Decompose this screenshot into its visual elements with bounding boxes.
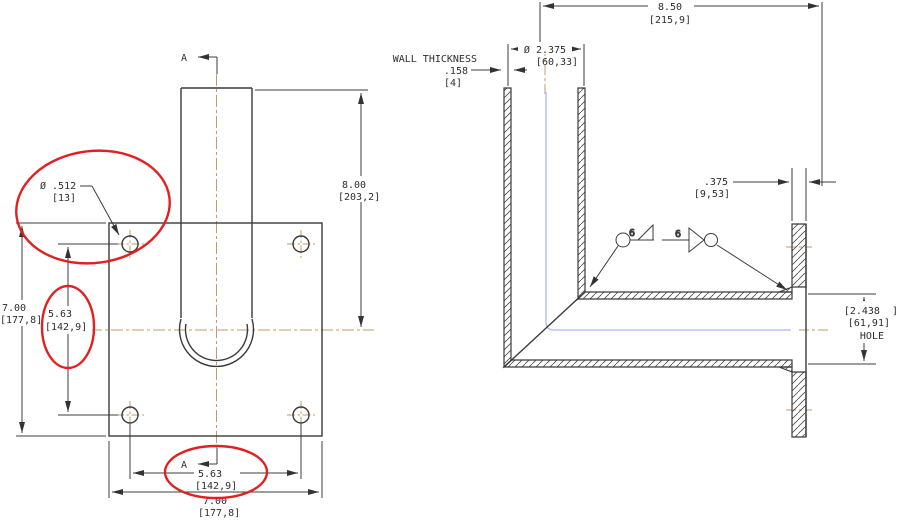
weld-symbol-left: 6 <box>589 223 654 288</box>
tube-section-walls <box>502 87 793 369</box>
dim-plate-thickness-mm: [9,53] <box>694 189 730 200</box>
tube-wall-bottom-horizontal <box>502 359 793 368</box>
weld-all-around-circle <box>704 233 718 247</box>
miter-joint-line <box>503 291 586 368</box>
extension-lines-front <box>16 89 368 498</box>
plate-lower-block <box>791 371 807 438</box>
bore-silhouette-line <box>545 92 791 331</box>
section-arrow-bottom: A <box>181 448 218 471</box>
wall-thickness-label: WALL THICKNESS <box>393 54 477 65</box>
dim-hole-spacing-h-mm: [142,9] <box>195 481 237 492</box>
dim-tube-od: Ø 2.375 <box>524 44 566 56</box>
bolt-hole-top-left <box>121 235 139 253</box>
dim-hole-spacing-v: 5.63 <box>48 309 72 320</box>
dim-overall-depth-mm: [215,9] <box>649 15 691 26</box>
centerlines-side <box>544 46 830 411</box>
bolt-hole-bottom-right <box>292 406 310 424</box>
plate-section <box>778 223 807 438</box>
dim-plate-hole-label: HOLE <box>860 331 884 342</box>
dim-hole-dia-mm: [13] <box>52 193 76 204</box>
section-label-bottom: A <box>181 460 187 471</box>
dim-hole-spacing-h: 5.63 <box>198 469 222 480</box>
tube-wall-right <box>577 87 586 301</box>
dimension-lines-side <box>471 2 867 361</box>
plate-hole-arc-outer <box>178 318 255 368</box>
bolt-hole-bottom-left <box>121 406 139 424</box>
dim-tube-height: 8.00 <box>342 180 366 191</box>
tube-bore-arc-inner <box>184 323 249 362</box>
tube-wall-top-horizontal <box>575 291 793 300</box>
fillet-weld-triangle <box>688 226 705 254</box>
dim-tube-height-mm: [203,2] <box>338 192 380 203</box>
weld-flare-bottom <box>778 366 793 373</box>
dim-plate-hole-mm: [61,91] <box>848 318 890 329</box>
section-arrow-top: A <box>181 53 218 74</box>
dim-plate-width: 7.00 <box>203 496 227 507</box>
dim-plate-width-mm: [177,8] <box>198 508 240 519</box>
vertical-tube-front <box>178 87 255 368</box>
wall-thickness-value: .158 <box>444 66 468 77</box>
dim-plate-height: 7.00 <box>2 303 26 314</box>
weld-symbol-right: 6 <box>662 226 788 291</box>
extension-lines-side <box>507 2 876 365</box>
markup-ellipse-vertical-spacing <box>40 284 96 370</box>
tube-wall-left <box>503 87 512 369</box>
markup-ellipse-hole-callout <box>15 149 171 265</box>
dim-plate-thickness: .375 <box>704 177 728 188</box>
side-view: 8.50 [215,9] Ø 2.375 [60,33] WALL THICKN… <box>393 0 898 438</box>
mounting-plate-outline <box>108 222 323 437</box>
fillet-weld-triangle <box>636 223 654 241</box>
weld-size: 6 <box>675 229 681 240</box>
redline-markup <box>15 149 269 500</box>
front-view: Ø .512 [13] 7.00 [177,8] 5.63 [142,9] 8.… <box>0 53 380 519</box>
weld-size: 6 <box>629 228 635 239</box>
dim-tube-od-mm: [60,33] <box>536 57 578 68</box>
dim-hole-spacing-v-mm: [142,9] <box>45 322 87 333</box>
markup-ellipse-horizontal-spacing <box>163 444 269 500</box>
centerlines-front <box>90 74 374 448</box>
dim-plate-hole: [2.438 ] <box>844 306 898 317</box>
section-label-top: A <box>181 53 187 64</box>
bolt-hole-top-right <box>292 235 310 253</box>
dim-plate-height-mm: [177,8] <box>0 315 42 326</box>
plate-upper-block <box>791 223 807 288</box>
weld-all-around-circle <box>615 232 631 248</box>
wall-thickness-mm: [4] <box>444 78 462 89</box>
dim-overall-depth: 8.50 <box>658 2 682 13</box>
dim-hole-dia: Ø .512 <box>40 180 76 192</box>
